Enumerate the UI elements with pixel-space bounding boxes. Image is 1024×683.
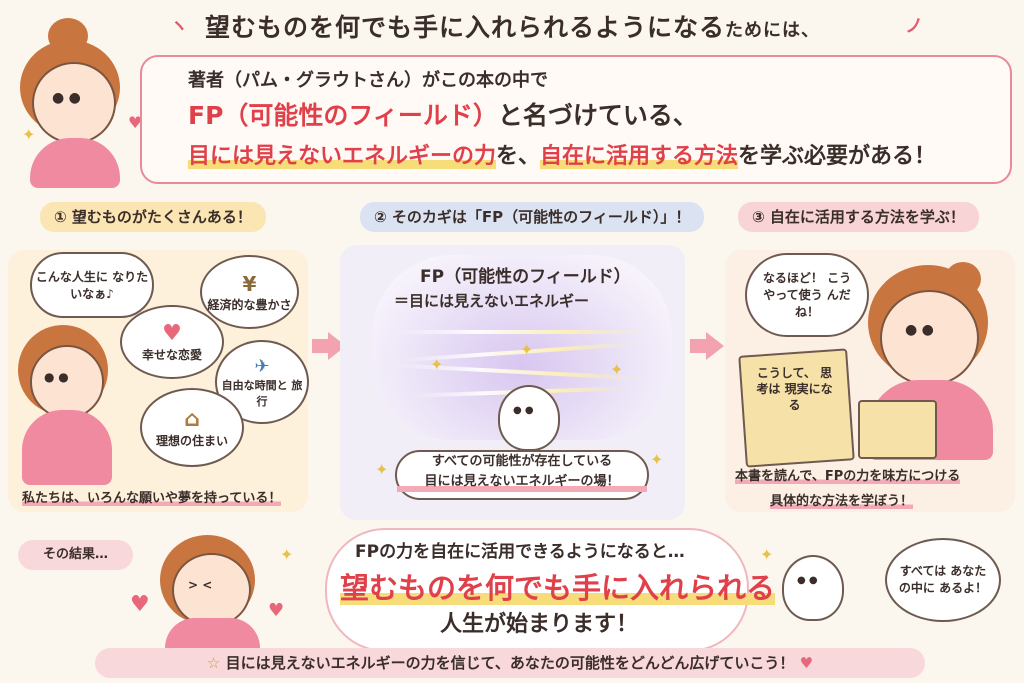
spirit-eyes: ● ● bbox=[513, 405, 534, 416]
arrow-2-bar bbox=[690, 339, 706, 353]
heart-icon: ♥ bbox=[794, 654, 814, 672]
money-bag-icon: ¥ bbox=[242, 271, 257, 296]
sparkle-icon: ✦ bbox=[430, 355, 444, 374]
section-1-caption: 私たちは、いろんな願いや夢を持っている！ bbox=[22, 491, 282, 506]
girl-body bbox=[22, 410, 112, 485]
girl-face bbox=[32, 62, 116, 144]
sparkle-icon: ✦ bbox=[375, 460, 389, 479]
spirit-eyes: ● ● bbox=[797, 575, 818, 586]
section-3-caption-2: 具体的な方法を学ぼう！ bbox=[770, 494, 914, 509]
section-2-caption: すべての可能性が存在している 目には見えないエネルギーの場！ bbox=[395, 450, 649, 500]
girl-eyes: ● ● bbox=[905, 322, 934, 338]
fp-subtitle: ＝目には見えないエネルギー bbox=[394, 292, 590, 310]
girl-body bbox=[165, 618, 260, 648]
heart-icon: ♥ bbox=[128, 113, 143, 132]
book-title: こうして、 思考は 現実になる bbox=[756, 366, 833, 412]
sparkle-icon: ✦ bbox=[280, 545, 294, 564]
spirit-character bbox=[498, 385, 560, 451]
girl-face bbox=[172, 553, 251, 627]
burst-right-icon: ノ bbox=[905, 16, 923, 37]
heart-icon: ♥ bbox=[162, 321, 182, 346]
burst-left-icon: ヽ bbox=[170, 16, 188, 37]
girl-eyes: ● ● bbox=[52, 90, 81, 106]
girl-happy-eyes: > < bbox=[188, 578, 213, 592]
open-book-icon bbox=[858, 400, 937, 459]
heart-icon: ♥ bbox=[130, 592, 150, 617]
section-2-label: ② そのカギは「FP（可能性のフィールド）」！ bbox=[360, 202, 705, 232]
page-title: 望むものを何でも手に入れられるようになるためには、 bbox=[205, 13, 821, 42]
insight-thought-bubble: なるほど！ こうやって使う んだね！ bbox=[745, 253, 869, 337]
intro-line-2: FP（可能性のフィールド）と名づけている、 bbox=[188, 101, 698, 130]
arrow-1-bar bbox=[312, 339, 328, 353]
love-bubble: ♥幸せな恋愛 bbox=[120, 305, 224, 379]
sparkle-icon: ✦ bbox=[760, 545, 774, 564]
wealth-bubble: ¥経済的な豊かさ bbox=[200, 255, 299, 329]
section-3-caption-1: 本書を読んで、FPの力を味方につける bbox=[735, 469, 961, 484]
girl-hair-bun bbox=[48, 18, 88, 54]
girl-eyes: ● ● bbox=[44, 370, 69, 384]
sparkle-icon: ✦ bbox=[650, 450, 664, 469]
section-3-label: ③ 自在に活用する方法を学ぶ！ bbox=[738, 202, 979, 232]
wish-thought-bubble: こんな人生に なりたいなぁ♪ bbox=[30, 252, 154, 318]
sparkle-icon: ✦ bbox=[22, 125, 36, 144]
girl-hair-bun bbox=[945, 262, 981, 296]
star-icon: ☆ bbox=[206, 654, 226, 672]
girl-body bbox=[30, 138, 120, 188]
fp-title: FP（可能性のフィールド） bbox=[420, 267, 631, 287]
spirit-character bbox=[782, 555, 844, 621]
result-line-3: 人生が始まります！ bbox=[440, 612, 639, 637]
girl-face bbox=[880, 290, 979, 386]
intro-line-1: 著者（パム・グラウトさん）がこの本の中で bbox=[188, 70, 548, 91]
heart-icon: ♥ bbox=[268, 600, 285, 621]
arrow-right-icon bbox=[706, 332, 724, 360]
result-line-1: FPの力を自在に活用できるようになると… bbox=[355, 542, 685, 562]
globe-plane-icon: ✈ bbox=[254, 355, 270, 377]
house-icon: ⌂ bbox=[184, 406, 200, 432]
sparkle-icon: ✦ bbox=[610, 360, 624, 379]
footer-banner: ☆ 目には見えないエネルギーの力を信じて、あなたの可能性をどんどん広げていこう！… bbox=[95, 648, 925, 678]
intro-line-3: 目には見えないエネルギーの力を、自在に活用する方法を学ぶ必要がある！ bbox=[188, 144, 937, 169]
result-label: その結果… bbox=[18, 540, 133, 570]
sparkle-icon: ✦ bbox=[520, 340, 534, 359]
energy-stream bbox=[390, 330, 650, 334]
spirit-thought-bubble: すべては あなたの中に あるよ！ bbox=[885, 538, 1001, 622]
travel-bubble: ✈自由な時間と 旅行 bbox=[215, 340, 309, 424]
result-line-2: 望むものを何でも手に入れられる bbox=[340, 571, 776, 605]
section-1-label: ① 望むものがたくさんある！ bbox=[40, 202, 266, 232]
home-bubble: ⌂理想の住まい bbox=[140, 388, 244, 467]
girl-face bbox=[30, 345, 104, 419]
